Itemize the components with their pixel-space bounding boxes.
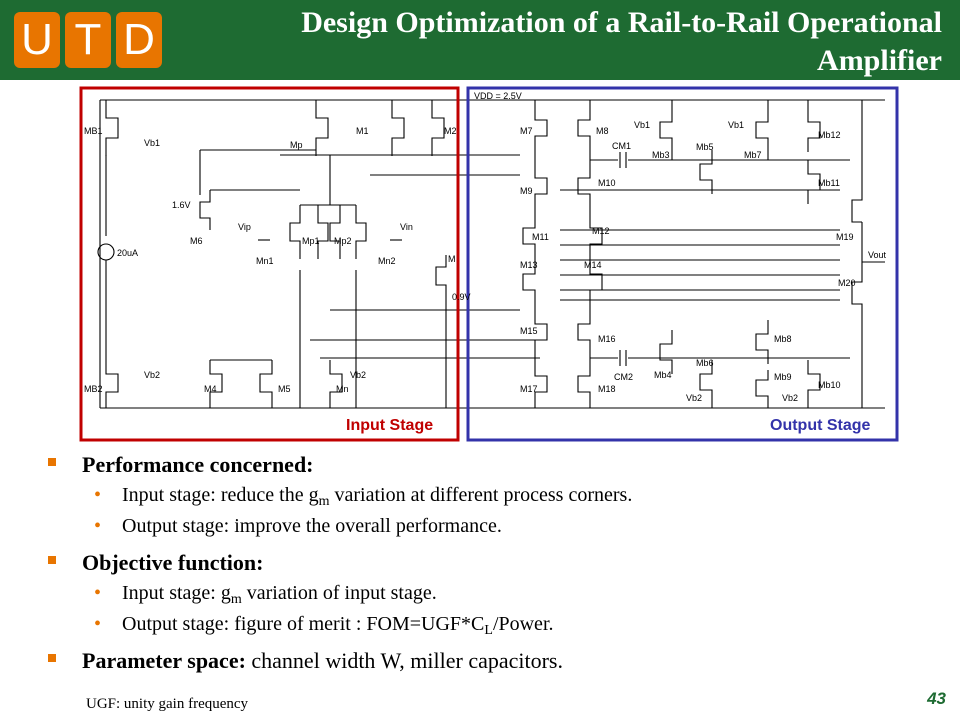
square-bullet-icon [48,654,56,662]
label-m15: M15 [520,326,538,336]
dot-bullet-icon: • [94,484,102,506]
slide-title-line2: Amplifier [817,44,942,77]
label-m10: M10 [598,178,616,188]
label-mp1: Mp1 [302,236,320,246]
slide-title: Design Optimization of a Rail-to-Rail Op… [222,4,942,80]
label-m12: M12 [592,226,610,236]
label-mn: Mn [336,384,349,394]
label-mp2: Mp2 [334,236,352,246]
label-vb2-mid: Vb2 [350,370,366,380]
logo-letter-u: U [14,12,60,68]
logo-letter-d: D [116,12,162,68]
bullet-objective: Objective function: [48,548,928,578]
sub-bullet-output-perf: •Output stage: improve the overall perfo… [48,511,928,542]
label-m-cut: M [448,254,456,264]
footnote: UGF: unity gain frequency [86,696,249,712]
label-mb9: Mb9 [774,372,792,382]
label-mb1: MB1 [84,126,103,136]
label-vb2-b: Vb2 [782,393,798,403]
label-m4: M4 [204,384,217,394]
label-vb2-a: Vb2 [686,393,702,403]
label-mb11: Mb11 [818,178,840,188]
label-mb4: Mb4 [654,370,672,380]
label-m19: M19 [836,232,854,242]
label-20ua: 20uA [117,248,138,258]
label-mb8: Mb8 [774,334,792,344]
utd-logo: U T D [14,12,167,68]
output-stage-label: Output Stage [768,417,873,435]
slide-title-line1: Design Optimization of a Rail-to-Rail Op… [301,6,942,39]
label-m20: M20 [838,278,856,288]
label-vb1-left: Vb1 [144,138,160,148]
bullet-objective-title: Objective function: [82,550,264,575]
input-stage-label: Input Stage [344,417,436,435]
label-vb2-left: Vb2 [144,370,160,380]
label-m6: M6 [190,236,203,246]
label-m7: M7 [520,126,533,136]
label-mp: Mp [290,140,303,150]
bullet-parameter-space: Parameter space: channel width W, miller… [48,646,928,676]
label-mb3: Mb3 [652,150,670,160]
dot-bullet-icon: • [94,515,102,537]
label-mb6: Mb6 [696,358,714,368]
bullet-performance-title: Performance concerned: [82,452,314,477]
label-cm1: CM1 [612,141,631,151]
bullet-list: Performance concerned: •Input stage: red… [48,450,928,676]
label-mb12: Mb12 [818,130,841,140]
label-vb1-b: Vb1 [728,120,744,130]
bullet-parameter-title: Parameter space: [82,648,246,673]
label-1-6v: 1.6V [172,200,191,210]
circuit-schematic: VDD = 2.5V MB1 Vb1 Mp M1 M2 1.6V M6 Vip … [79,86,899,442]
label-mn2: Mn2 [378,256,396,266]
label-mb5: Mb5 [696,142,714,152]
dot-bullet-icon: • [94,613,102,635]
page-number: 43 [927,689,946,708]
label-m9: M9 [520,186,533,196]
sub-bullet-output-fom: •Output stage: figure of merit : FOM=UGF… [48,609,928,640]
label-m1: M1 [356,126,369,136]
label-m8: M8 [596,126,609,136]
label-mb7: Mb7 [744,150,762,160]
dot-bullet-icon: • [94,582,102,604]
sub-bullet-input-gm: •Input stage: reduce the gm variation at… [48,480,928,511]
bullet-parameter-text: channel width W, miller capacitors. [245,648,563,673]
label-0-9v: 0.9V [452,292,471,302]
label-vip: Vip [238,222,251,232]
label-m11: M11 [532,232,549,242]
square-bullet-icon [48,458,56,466]
label-vin: Vin [400,222,413,232]
label-m13: M13 [520,260,538,270]
label-m14: M14 [584,260,602,270]
label-m5: M5 [278,384,291,394]
label-cm2: CM2 [614,372,633,382]
label-mb10: Mb10 [818,380,841,390]
label-vout: Vout [868,250,887,260]
label-m17: M17 [520,384,538,394]
label-vb1-a: Vb1 [634,120,650,130]
logo-letter-t: T [65,12,111,68]
sub-bullet-input-variation: •Input stage: gm variation of input stag… [48,578,928,609]
output-stage-box [466,86,899,442]
label-mb2: MB2 [84,384,103,394]
input-stage-box [79,86,460,442]
label-m2: M2 [444,126,457,136]
label-m16: M16 [598,334,616,344]
label-mn1: Mn1 [256,256,274,266]
label-m18: M18 [598,384,616,394]
square-bullet-icon [48,556,56,564]
bullet-performance: Performance concerned: [48,450,928,480]
slide-header: U T D Design Optimization of a Rail-to-R… [0,0,960,80]
label-vdd: VDD = 2.5V [474,91,522,101]
